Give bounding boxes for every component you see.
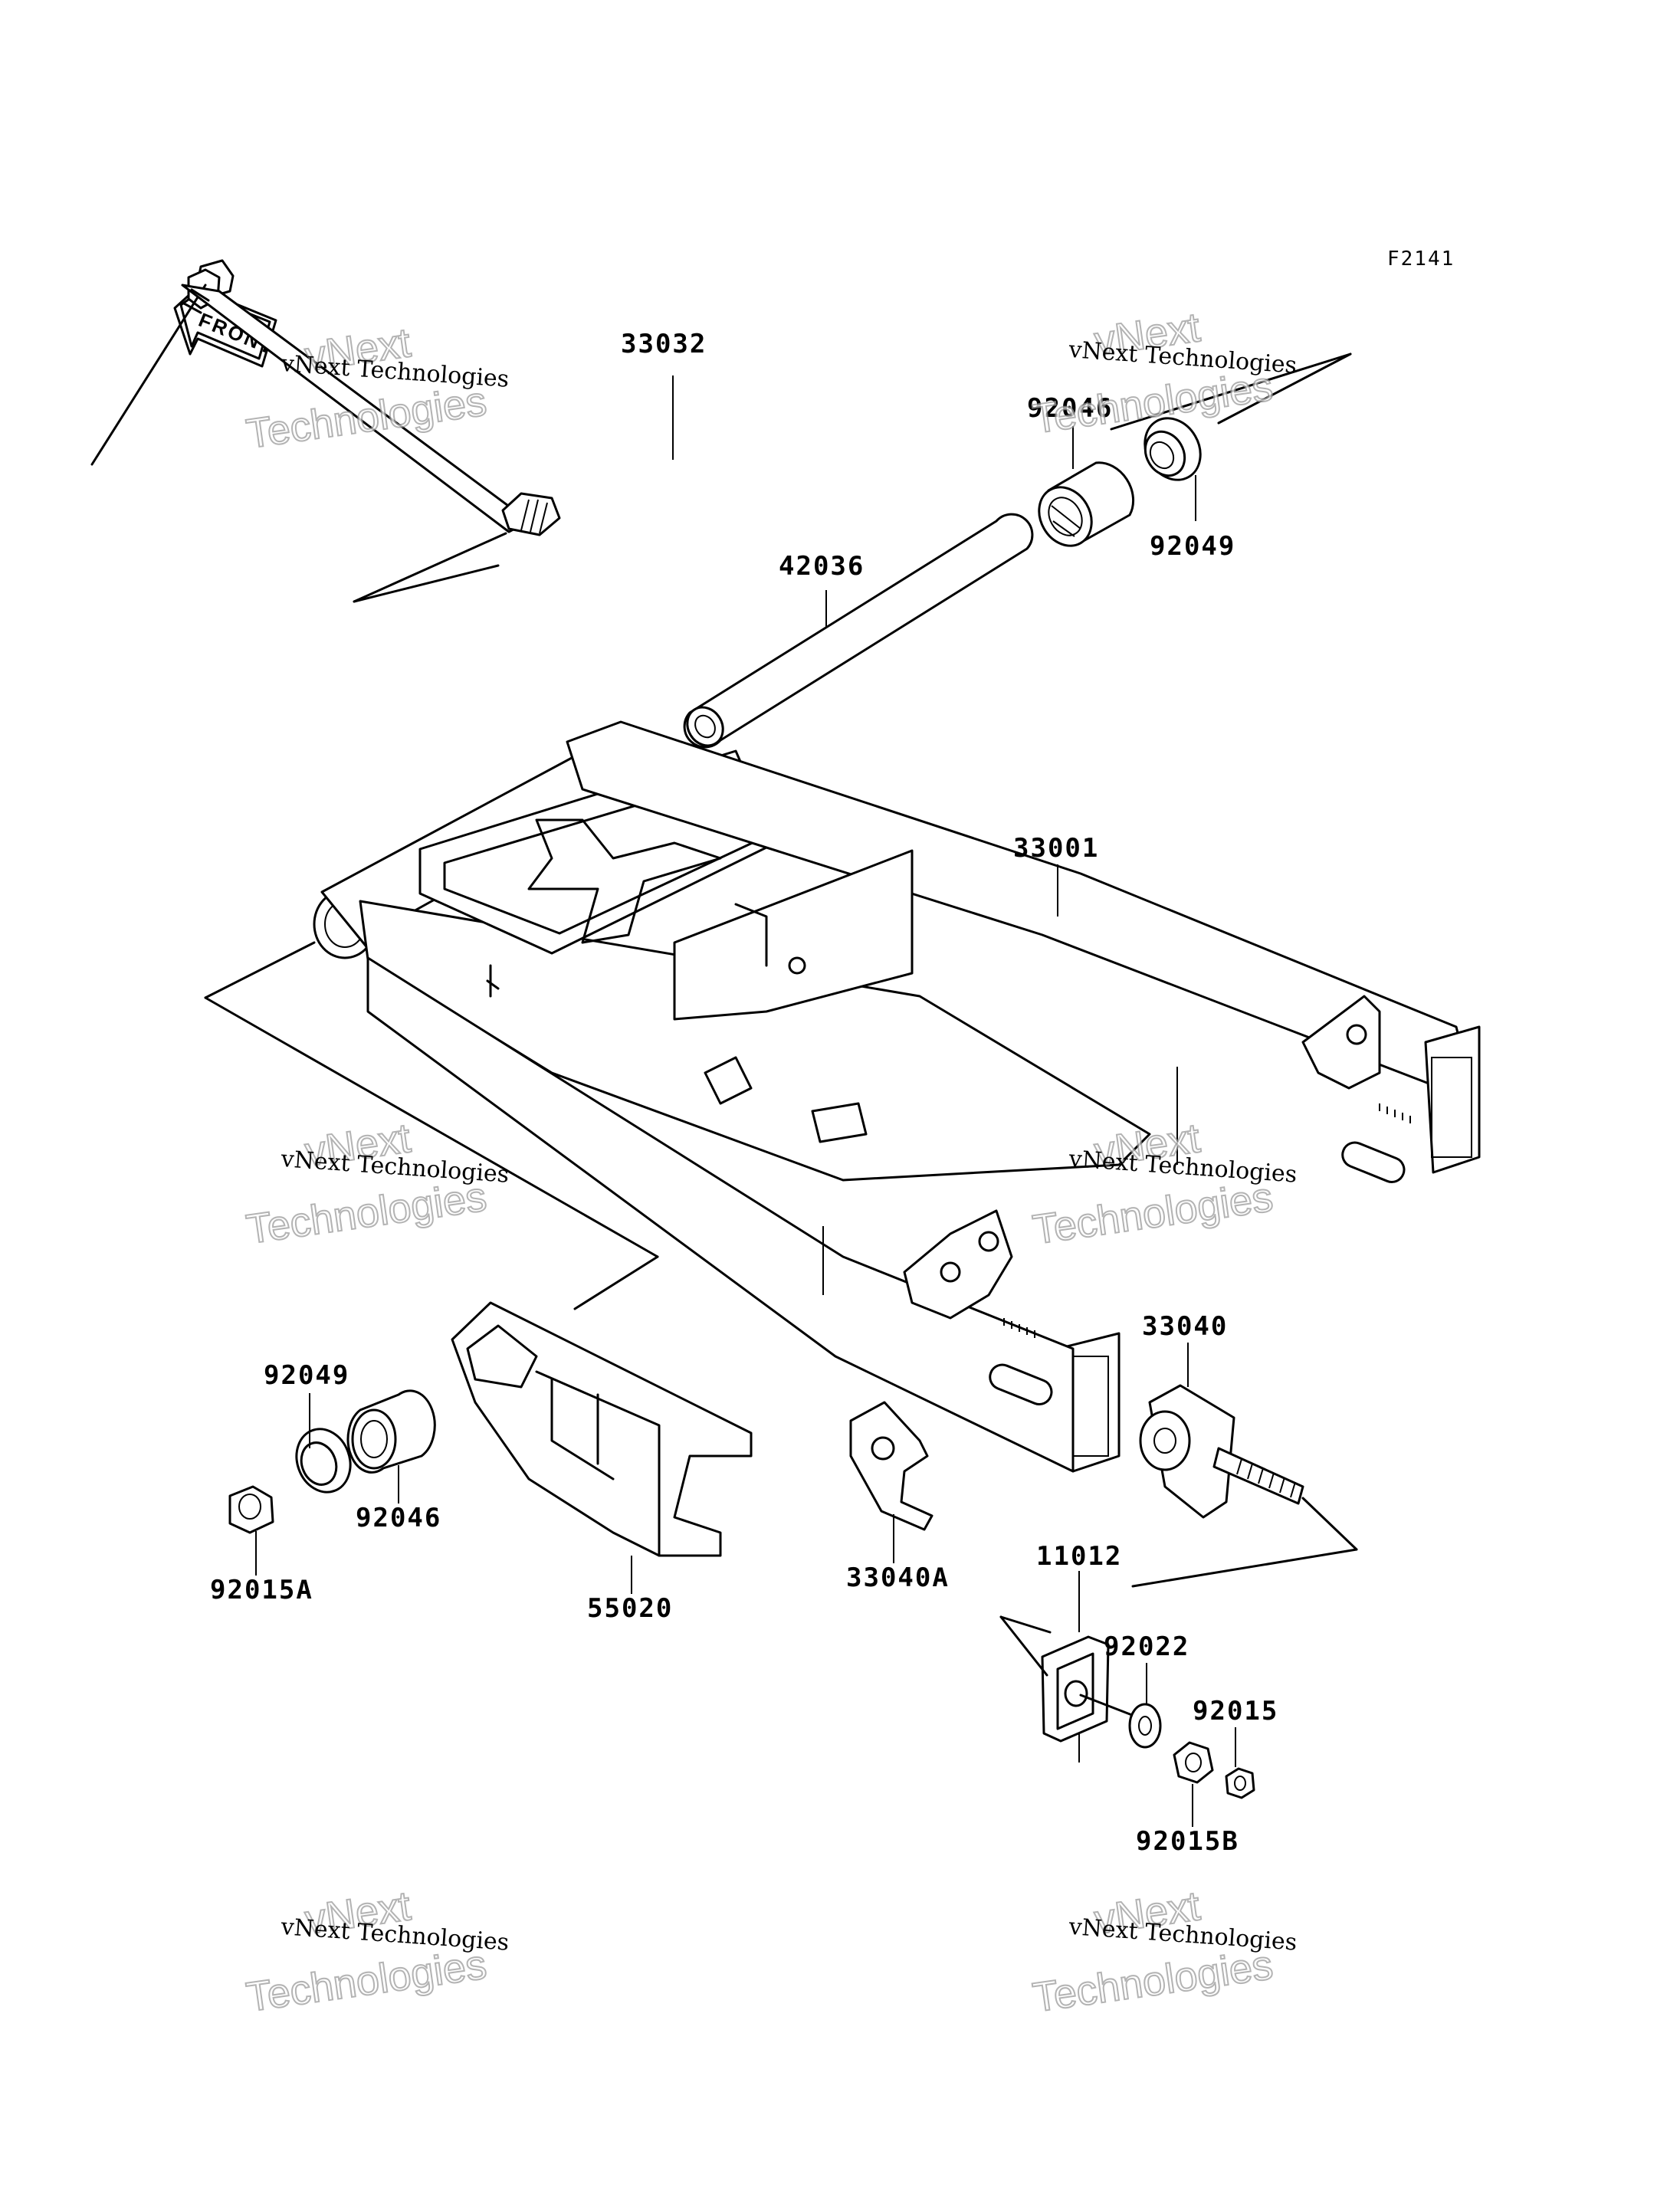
part-label-92015: 92015 xyxy=(1193,1696,1278,1726)
part-label-11012: 11012 xyxy=(1036,1541,1122,1572)
part-label-92015b: 92015B xyxy=(1136,1826,1239,1857)
part-label-92049-top: 92049 xyxy=(1150,531,1235,562)
svg-text:Technologies: Technologies xyxy=(1030,1174,1276,1253)
part-label-33040a: 33040A xyxy=(846,1562,950,1593)
chain-guide-drawing xyxy=(451,1301,753,1557)
part-label-92046-top: 92046 xyxy=(1027,393,1113,424)
svg-text:Technologies: Technologies xyxy=(244,1941,490,2020)
chain-adjuster-drawing xyxy=(1139,1384,1304,1519)
pivot-bolt-drawing xyxy=(90,259,561,603)
part-label-33001: 33001 xyxy=(1013,833,1099,864)
part-label-92046-left: 92046 xyxy=(356,1503,441,1533)
adjuster-plate-drawing xyxy=(849,1401,934,1531)
nut-left-drawing xyxy=(228,1485,274,1534)
leader-lines xyxy=(255,375,1236,1827)
collar-tube-drawing xyxy=(683,513,1034,749)
part-label-92015a: 92015A xyxy=(210,1575,313,1605)
svg-text:Technologies: Technologies xyxy=(1030,1942,1276,2021)
adjuster-block-drawing xyxy=(1041,1635,1110,1743)
part-label-42036: 42036 xyxy=(779,551,865,582)
part-label-33040: 33040 xyxy=(1142,1311,1228,1342)
part-label-33032: 33032 xyxy=(621,329,707,359)
washer-drawing xyxy=(1128,1703,1162,1749)
part-label-92049-left: 92049 xyxy=(264,1360,349,1391)
figure-code: F2141 xyxy=(1387,248,1455,271)
watermark-2: vNext Technologies vNext Technologies xyxy=(1029,303,1298,443)
swingarm-drawing xyxy=(313,720,1481,1473)
needle-bearing-left-drawing xyxy=(346,1389,436,1474)
watermark-3: vNext Technologies vNext Technologies xyxy=(243,1114,510,1254)
seal-top-drawing xyxy=(1144,417,1202,481)
part-label-92022: 92022 xyxy=(1104,1631,1189,1662)
part-label-55020: 55020 xyxy=(587,1593,673,1624)
watermark-5: vNext Technologies vNext Technologies xyxy=(243,1882,510,2022)
nut-b-drawing xyxy=(1173,1741,1214,1784)
nut-small-drawing xyxy=(1225,1767,1255,1799)
svg-text:Technologies: Technologies xyxy=(244,1173,490,1252)
watermark-6: vNext Technologies vNext Technologies xyxy=(1029,1882,1298,2022)
svg-text:Technologies: Technologies xyxy=(244,378,490,457)
seal-left-drawing xyxy=(295,1428,352,1494)
needle-bearing-top-drawing xyxy=(1038,461,1135,547)
